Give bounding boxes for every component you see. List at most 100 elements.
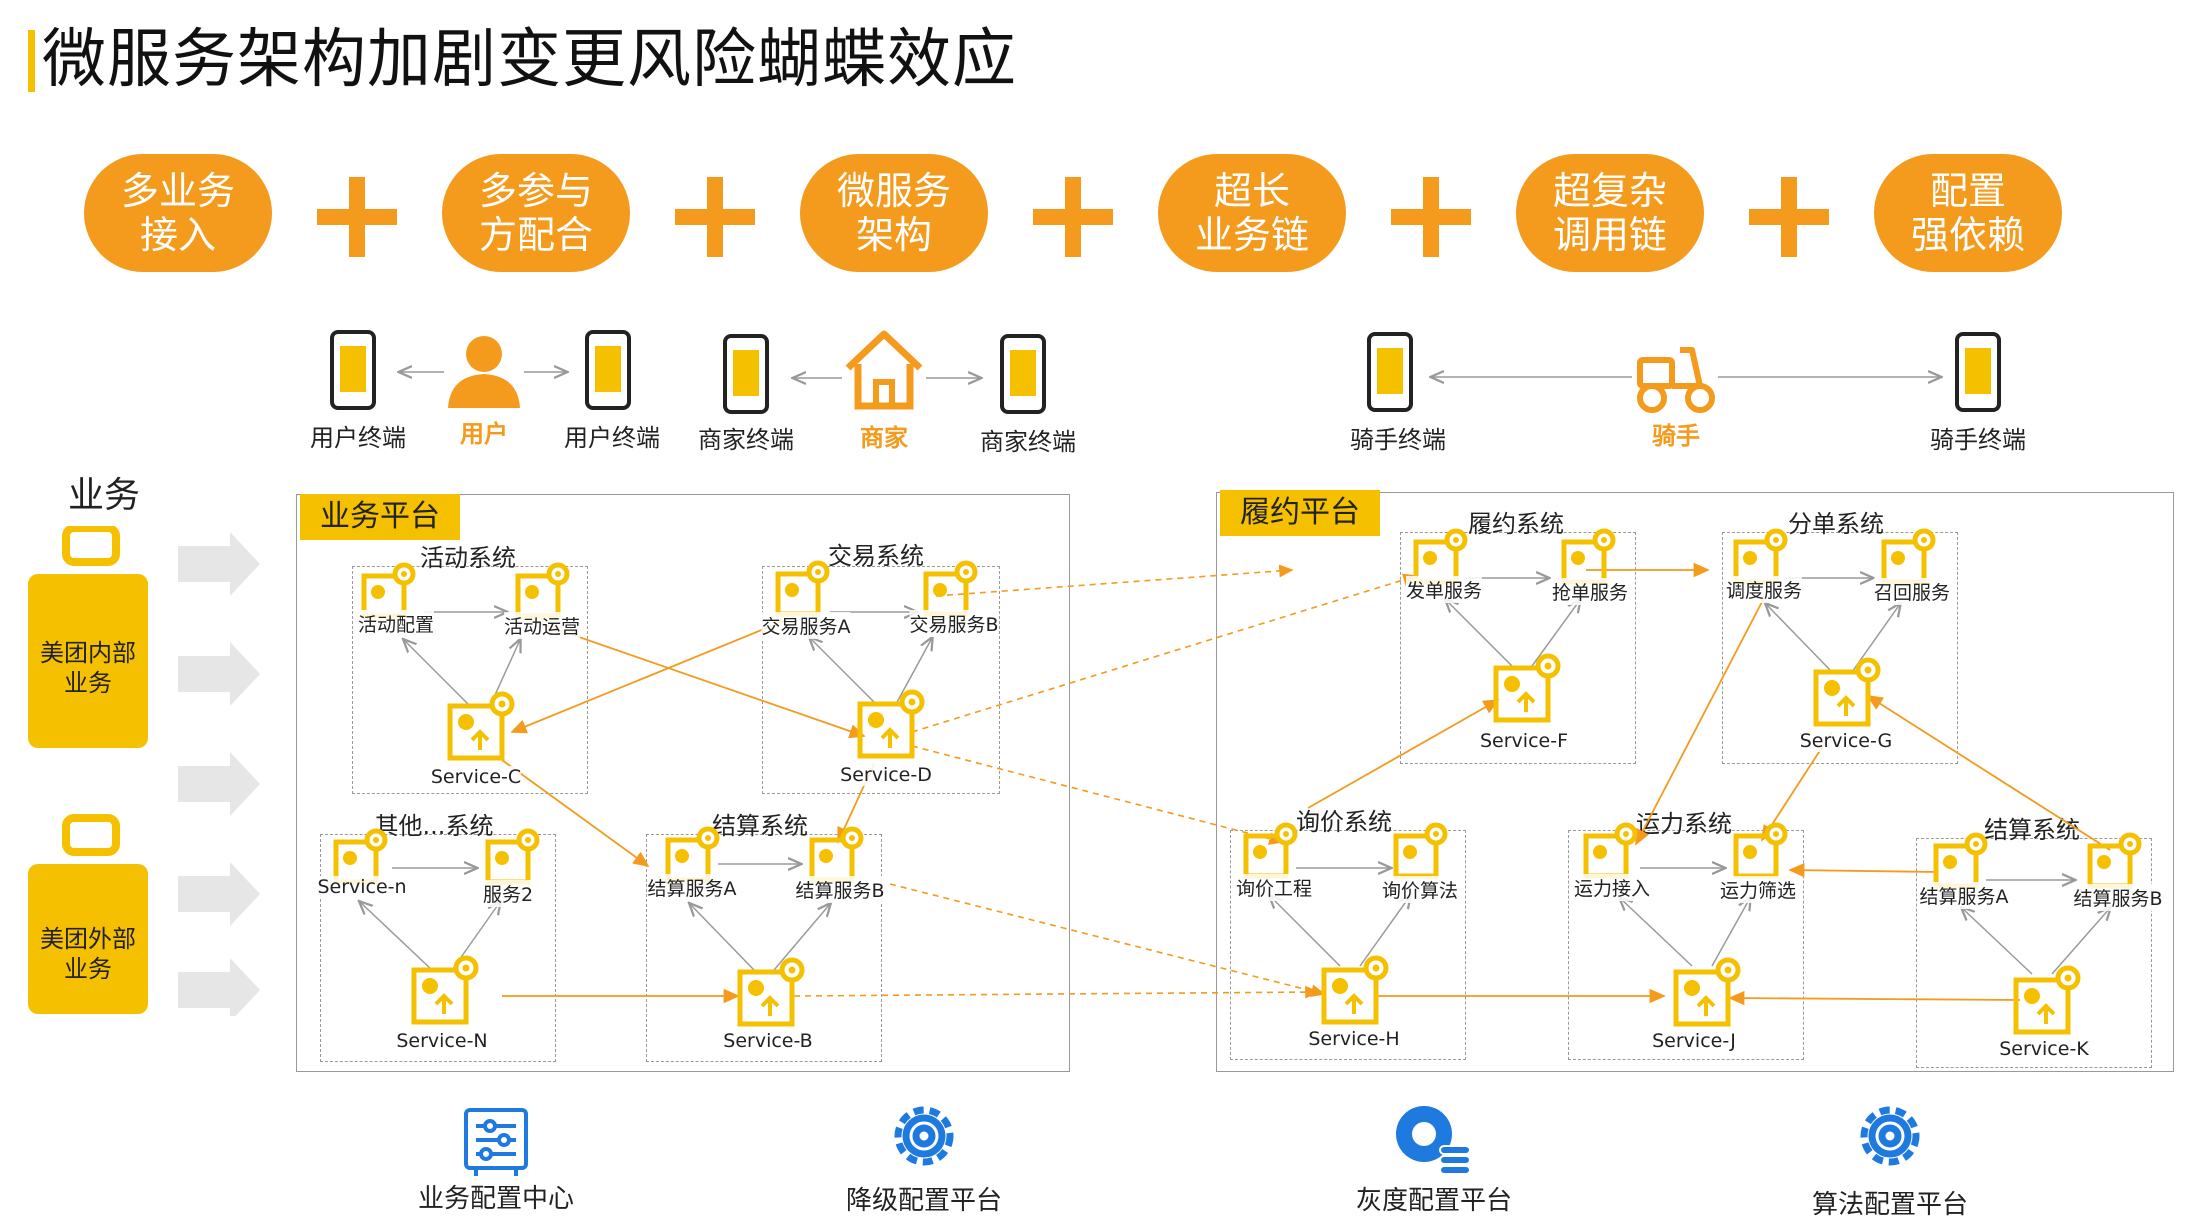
phone-icon xyxy=(330,330,376,410)
service-icon xyxy=(1324,958,1386,1022)
factor-text: 业务链 xyxy=(1194,213,1309,257)
service-icon xyxy=(1884,531,1933,582)
title-accent-bar xyxy=(28,30,35,92)
inquiry-system-name: 询价系统 xyxy=(1296,808,1392,836)
service-icon xyxy=(1564,531,1613,582)
service-icon xyxy=(1496,656,1558,720)
node-label: Service-F xyxy=(1479,730,1569,752)
factor-text: 超长 xyxy=(1213,169,1290,213)
node-label: 交易服务A xyxy=(761,612,851,639)
settle-system-box xyxy=(646,834,882,1062)
service-icon xyxy=(364,565,413,616)
external-business-label: 美团外部业务 xyxy=(28,924,148,984)
node-label: Service-K xyxy=(1999,1038,2089,1060)
node-label: 交易服务B xyxy=(909,610,999,637)
merchant-terminal-label: 商家终端 xyxy=(980,428,1076,456)
service-icon xyxy=(336,831,385,882)
settle-system-name: 结算系统 xyxy=(712,812,808,840)
factor-text: 多参与 xyxy=(478,169,593,213)
tool-label: 业务配置中心 xyxy=(417,1184,575,1214)
factor-text: 强依赖 xyxy=(1910,213,2025,257)
factor-text: 调用链 xyxy=(1552,213,1667,257)
business-bags-graphics xyxy=(28,526,260,1016)
factor-pill-5: 超复杂调用链 xyxy=(1516,154,1704,272)
factor-pill-3: 微服务架构 xyxy=(800,154,988,272)
node-label: 运力筛选 xyxy=(1719,876,1797,903)
service-icon xyxy=(518,565,567,616)
node-label: Service-G xyxy=(1799,730,1893,752)
service-icon xyxy=(1396,825,1445,876)
factor-pill-6: 配置强依赖 xyxy=(1874,154,2062,272)
node-label: Service-n xyxy=(317,876,407,898)
activity-system-name: 活动系统 xyxy=(420,544,516,572)
trade-system-name: 交易系统 xyxy=(828,542,924,570)
tool-label: 算法配置平台 xyxy=(1811,1190,1969,1220)
node-label: 运力接入 xyxy=(1573,874,1651,901)
node-label: 抢单服务 xyxy=(1551,578,1629,605)
service-icon xyxy=(1676,960,1738,1024)
service-icon xyxy=(1586,825,1635,876)
service-icon xyxy=(1936,835,1985,886)
internal-business-label: 美团内部业务 xyxy=(28,638,148,698)
service-icon xyxy=(1736,825,1785,876)
merchant-terminal-label: 商家终端 xyxy=(698,426,794,454)
service-icon xyxy=(1736,531,1785,582)
gear-database-icon xyxy=(1396,1106,1471,1175)
node-label: 服务2 xyxy=(482,880,534,907)
plus-icon xyxy=(317,177,397,257)
factor-text: 配置 xyxy=(1929,169,2006,213)
phone-icon xyxy=(585,330,631,410)
service-icon xyxy=(668,829,717,880)
plus-icon xyxy=(675,177,755,257)
fulfillment-platform-tag: 履约平台 xyxy=(1220,490,1380,536)
tool-label: 降级配置平台 xyxy=(845,1186,1003,1216)
service-icon xyxy=(1416,531,1465,582)
bag-text: 业务 xyxy=(64,955,112,983)
plus-icon xyxy=(1749,177,1829,257)
service-icon xyxy=(1246,825,1295,876)
user-label: 用户 xyxy=(460,420,508,448)
bag-text: 业务 xyxy=(64,669,112,697)
factor-text: 微服务 xyxy=(836,169,951,213)
node-label: 结算服务B xyxy=(795,876,885,903)
merchant-label: 商家 xyxy=(860,424,908,452)
node-label: Service-N xyxy=(396,1030,488,1052)
plus-icon xyxy=(1391,177,1471,257)
node-label: Service-D xyxy=(840,764,932,786)
dispatch-system-name: 分单系统 xyxy=(1788,510,1884,538)
factor-text: 超复杂 xyxy=(1552,169,1667,213)
factor-pill-4: 超长业务链 xyxy=(1158,154,1346,272)
dispatch-system-box xyxy=(1722,532,1958,764)
factor-text: 接入 xyxy=(139,213,216,257)
phone-icon xyxy=(1955,332,2001,412)
service-icon xyxy=(860,692,922,756)
node-label: 召回服务 xyxy=(1873,578,1951,605)
phone-icon xyxy=(723,334,769,414)
service-icon xyxy=(450,694,512,758)
service-icon xyxy=(926,563,975,614)
phone-icon xyxy=(1367,332,1413,412)
node-label: 活动运营 xyxy=(503,612,581,639)
node-label: 调度服务 xyxy=(1725,576,1803,603)
fulfil-system-box xyxy=(1400,532,1636,764)
home-icon xyxy=(845,330,923,410)
bag-text: 美团内部 xyxy=(40,639,136,667)
other-system-box xyxy=(320,834,556,1062)
briefcase-icon xyxy=(28,814,148,1014)
service-icon xyxy=(778,563,827,614)
rider-terminal-label: 骑手终端 xyxy=(1350,426,1446,454)
service-icon xyxy=(414,958,476,1022)
plus-icon xyxy=(1033,177,1113,257)
service-icon xyxy=(1816,660,1878,724)
service-icon xyxy=(2016,968,2078,1032)
activity-system-box xyxy=(352,566,588,794)
service-icon xyxy=(740,960,802,1024)
factor-pill-2: 多参与方配合 xyxy=(442,154,630,272)
factor-text: 架构 xyxy=(855,213,932,257)
gear-icon xyxy=(1860,1106,1920,1166)
trade-system-box xyxy=(762,566,1000,794)
other-system-name: 其他...系统 xyxy=(374,812,494,840)
phone-icon xyxy=(1000,334,1046,414)
node-label: Service-H xyxy=(1308,1028,1400,1050)
